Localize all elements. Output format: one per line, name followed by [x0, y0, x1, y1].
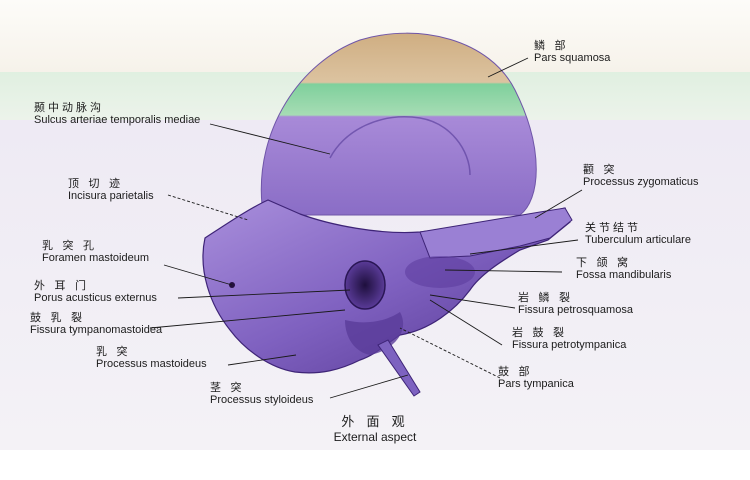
squama-shape: [260, 32, 537, 216]
caption-latin: External aspect: [333, 430, 417, 444]
leader-pars-tympanica: [399, 327, 501, 379]
acoustic-pore: [344, 260, 386, 310]
label-pars-squamosa-latin: Pars squamosa: [534, 52, 611, 64]
label-tuberculum-latin: Tuberculum articulare: [585, 234, 691, 246]
label-pars-tympanica: 鼓 部 Pars tympanica: [498, 366, 574, 390]
leader-sulcus: [209, 123, 331, 155]
label-zygomaticus: 颧 突 Processus zygomaticus: [583, 164, 699, 188]
label-incisura-zh: 顶 切 迹: [68, 177, 123, 190]
label-porus-zh: 外 耳 门: [34, 279, 89, 292]
label-styloideus-latin: Processus styloideus: [210, 394, 314, 406]
leader-tympanomastoidea: [149, 309, 346, 329]
label-petrosquamosa-latin: Fissura petrosquamosa: [518, 304, 633, 316]
label-porus: 外 耳 门 Porus acusticus externus: [34, 280, 157, 304]
styloid-process: [377, 339, 421, 397]
label-tympanomastoidea-latin: Fissura tympanomastoidea: [30, 324, 163, 336]
label-tympanomastoidea: 鼓 乳 裂 Fissura tympanomastoidea: [30, 312, 162, 336]
label-styloideus: 茎 突 Processus styloideus: [210, 382, 313, 406]
leader-tuberculum: [469, 239, 579, 255]
label-sulcus-zh: 颞中动脉沟: [34, 101, 104, 114]
label-petrosquamosa-zh: 岩 鳞 裂: [518, 291, 573, 304]
label-incisura: 顶 切 迹 Incisura parietalis: [68, 178, 154, 202]
label-pars-tympanica-latin: Pars tympanica: [498, 378, 574, 390]
label-petrosquamosa: 岩 鳞 裂 Fissura petrosquamosa: [518, 292, 633, 316]
label-tuberculum-zh: 关节结节: [585, 221, 641, 234]
background-band-bottom: [0, 450, 750, 480]
leader-lines: [149, 57, 583, 399]
label-foramen: 乳 突 孔 Foramen mastoideum: [42, 240, 149, 264]
fossa-shading: [405, 256, 475, 288]
label-foramen-zh: 乳 突 孔: [42, 239, 97, 252]
label-pars-squamosa: 鳞 部 Pars squamosa: [534, 40, 610, 64]
label-sulcus-latin: Sulcus arteriae temporalis mediae: [34, 114, 201, 126]
label-fossa: 下 颌 窝 Fossa mandibularis: [576, 257, 671, 281]
label-petrotympanica: 岩 鼓 裂 Fissura petrotympanica: [512, 327, 626, 351]
label-fossa-zh: 下 颌 窝: [576, 256, 631, 269]
figure-caption: 外 面 观 External aspect: [320, 416, 430, 443]
label-incisura-latin: Incisura parietalis: [68, 190, 154, 202]
label-mastoideus-latin: Processus mastoideus: [96, 358, 207, 370]
leader-incisura: [167, 194, 249, 221]
label-sulcus: 颞中动脉沟 Sulcus arteriae temporalis mediae: [34, 102, 200, 126]
leader-petrotympanica: [429, 299, 503, 346]
label-styloideus-zh: 茎 突: [210, 381, 245, 394]
caption-zh: 外 面 观: [341, 415, 409, 430]
label-pars-squamosa-zh: 鳞 部: [534, 39, 569, 52]
leader-zygomaticus: [534, 189, 583, 219]
leader-styloideus: [329, 374, 409, 399]
label-fossa-latin: Fossa mandibularis: [576, 269, 672, 281]
leader-fossa: [444, 269, 563, 273]
label-zygomaticus-latin: Processus zygomaticus: [583, 176, 699, 188]
leader-foramen: [163, 264, 233, 286]
leader-pars-squamosa: [487, 57, 529, 78]
label-mastoideus-zh: 乳 突: [96, 345, 131, 358]
label-petrotympanica-zh: 岩 鼓 裂: [512, 326, 567, 339]
label-tympanomastoidea-zh: 鼓 乳 裂: [30, 311, 85, 324]
label-pars-tympanica-zh: 鼓 部: [498, 365, 533, 378]
label-zygomaticus-zh: 颧 突: [583, 163, 618, 176]
label-petrotympanica-latin: Fissura petrotympanica: [512, 339, 627, 351]
leader-porus: [177, 289, 351, 299]
sulcus-groove: [329, 116, 471, 176]
leader-mastoideus: [227, 354, 297, 366]
label-tuberculum: 关节结节 Tuberculum articulare: [585, 222, 691, 246]
label-porus-latin: Porus acusticus externus: [34, 292, 157, 304]
label-mastoideus: 乳 突 Processus mastoideus: [96, 346, 207, 370]
leader-petrosquamosa: [429, 294, 516, 309]
label-foramen-latin: Foramen mastoideum: [42, 252, 149, 264]
